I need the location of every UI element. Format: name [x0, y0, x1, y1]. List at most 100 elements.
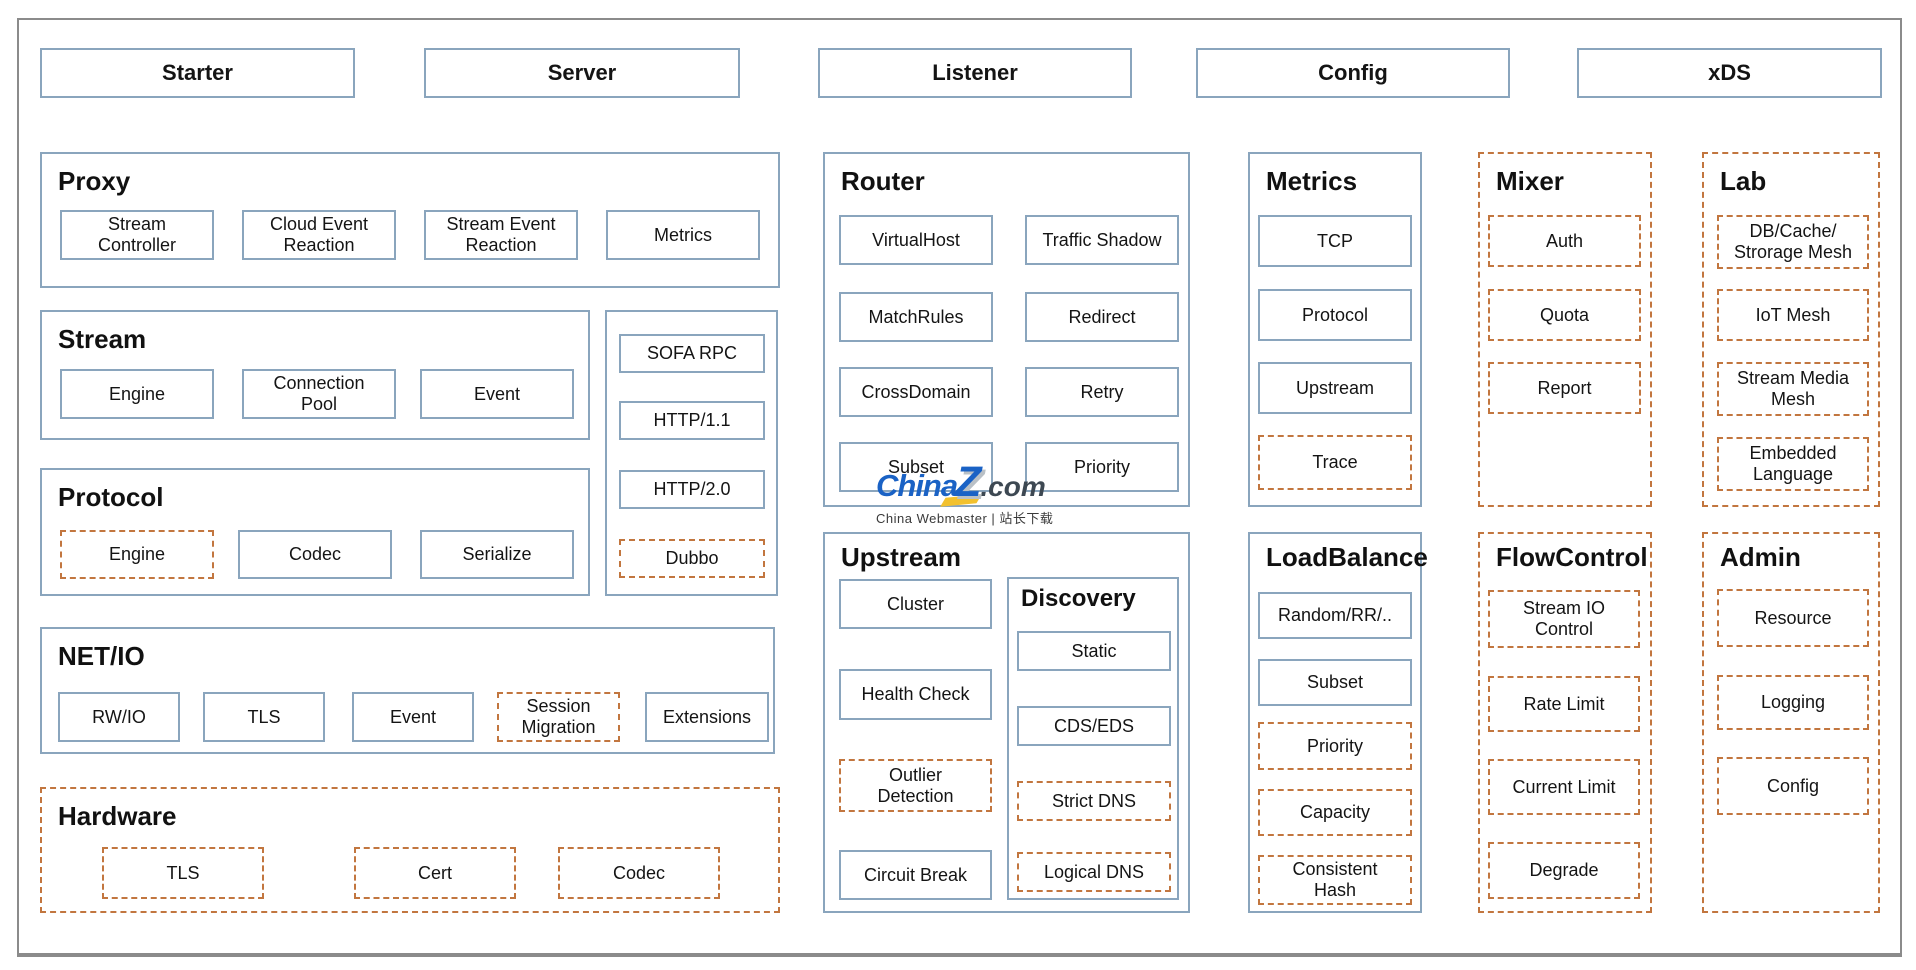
node-circuit-break: Circuit Break — [839, 850, 992, 900]
group-stream: Stream Engine Connection Pool Event — [40, 310, 590, 440]
watermark-subtitle: China Webmaster | 站长下载 — [876, 511, 1054, 526]
node-traffic-shadow: Traffic Shadow — [1025, 215, 1179, 265]
node-iot-mesh: IoT Mesh — [1717, 289, 1869, 341]
watermark-brand-suffix: .com — [980, 471, 1046, 502]
group-loadbalance-title: LoadBalance — [1266, 542, 1428, 572]
group-netio-title: NET/IO — [58, 641, 145, 671]
node-rate-limit: Rate Limit — [1488, 676, 1640, 732]
node-metrics-tcp: TCP — [1258, 215, 1412, 267]
group-mixer: Mixer Auth Quota Report — [1478, 152, 1652, 507]
node-strict-dns: Strict DNS — [1017, 781, 1171, 821]
node-lb-priority: Priority — [1258, 722, 1412, 770]
node-stream-event-reaction: Stream Event Reaction — [424, 210, 578, 260]
node-retry: Retry — [1025, 367, 1179, 417]
group-lab-title: Lab — [1720, 166, 1767, 196]
node-extensions: Extensions — [645, 692, 769, 742]
node-stream-io-control: Stream IO Control — [1488, 590, 1640, 648]
node-db-cache-storage-mesh: DB/Cache/ Strorage Mesh — [1717, 215, 1869, 269]
group-protocol-stack: SOFA RPC HTTP/1.1 HTTP/2.0 Dubbo — [605, 310, 778, 596]
group-hardware: Hardware TLS Cert Codec — [40, 787, 780, 913]
node-report: Report — [1488, 362, 1641, 414]
node-stream-engine: Engine — [60, 369, 214, 419]
node-cluster: Cluster — [839, 579, 992, 629]
node-outlier-detection: Outlier Detection — [839, 759, 992, 812]
group-flowcontrol: FlowControl Stream IO Control Rate Limit… — [1478, 532, 1652, 913]
node-cds-eds: CDS/EDS — [1017, 706, 1171, 746]
group-netio: NET/IO RW/IO TLS Event Session Migration… — [40, 627, 775, 754]
node-redirect: Redirect — [1025, 292, 1179, 342]
node-router-subset: Subset — [839, 442, 993, 492]
group-router-title: Router — [841, 166, 925, 196]
node-hardware-cert: Cert — [354, 847, 516, 899]
node-stream-media-mesh: Stream Media Mesh — [1717, 362, 1869, 416]
group-metrics: Metrics TCP Protocol Upstream Trace — [1248, 152, 1422, 507]
group-protocol-title: Protocol — [58, 482, 164, 512]
node-stream-event: Event — [420, 369, 574, 419]
group-upstream: Upstream Cluster Health Check Outlier De… — [823, 532, 1190, 913]
group-flowcontrol-title: FlowControl — [1496, 542, 1648, 572]
node-current-limit: Current Limit — [1488, 759, 1640, 815]
node-session-migration: Session Migration — [497, 692, 620, 742]
node-embedded-language: Embedded Language — [1717, 437, 1869, 491]
node-static: Static — [1017, 631, 1171, 671]
group-loadbalance: LoadBalance Random/RR/.. Subset Priority… — [1248, 532, 1428, 913]
header-xds: xDS — [1577, 48, 1882, 98]
node-admin-config: Config — [1717, 757, 1869, 815]
node-metrics-upstream: Upstream — [1258, 362, 1412, 414]
node-protocol-engine: Engine — [60, 530, 214, 579]
node-http-2-0: HTTP/2.0 — [619, 470, 765, 509]
group-admin-title: Admin — [1720, 542, 1801, 572]
node-cloud-event-reaction: Cloud Event Reaction — [242, 210, 396, 260]
group-proxy-title: Proxy — [58, 166, 131, 196]
group-stream-title: Stream — [58, 324, 147, 354]
group-protocol: Protocol Engine Codec Serialize — [40, 468, 590, 596]
node-hardware-tls: TLS — [102, 847, 264, 899]
node-dubbo: Dubbo — [619, 539, 765, 578]
node-router-priority: Priority — [1025, 442, 1179, 492]
node-lb-subset: Subset — [1258, 659, 1412, 706]
node-matchrules: MatchRules — [839, 292, 993, 342]
node-resource: Resource — [1717, 589, 1869, 647]
node-netio-tls: TLS — [203, 692, 325, 742]
node-proxy-metrics: Metrics — [606, 210, 760, 260]
header-starter: Starter — [40, 48, 355, 98]
header-listener: Listener — [818, 48, 1132, 98]
node-hardware-codec: Codec — [558, 847, 720, 899]
group-upstream-title: Upstream — [841, 542, 961, 572]
group-router: Router VirtualHost Traffic Shadow MatchR… — [823, 152, 1190, 507]
group-hardware-title: Hardware — [58, 801, 177, 831]
node-capacity: Capacity — [1258, 789, 1412, 836]
node-consistent-hash: Consistent Hash — [1258, 855, 1412, 905]
node-netio-event: Event — [352, 692, 474, 742]
header-server: Server — [424, 48, 740, 98]
node-degrade: Degrade — [1488, 842, 1640, 899]
group-lab: Lab DB/Cache/ Strorage Mesh IoT Mesh Str… — [1702, 152, 1880, 507]
group-proxy: Proxy Stream Controller Cloud Event Reac… — [40, 152, 780, 288]
node-trace: Trace — [1258, 435, 1412, 490]
group-metrics-title: Metrics — [1266, 166, 1358, 196]
node-rw-io: RW/IO — [58, 692, 180, 742]
subgroup-discovery-title: Discovery — [1021, 585, 1136, 612]
node-virtualhost: VirtualHost — [839, 215, 993, 265]
node-metrics-protocol: Protocol — [1258, 289, 1412, 341]
node-connection-pool: Connection Pool — [242, 369, 396, 419]
node-sofa-rpc: SOFA RPC — [619, 334, 765, 373]
node-quota: Quota — [1488, 289, 1641, 341]
node-health-check: Health Check — [839, 669, 992, 720]
node-crossdomain: CrossDomain — [839, 367, 993, 417]
header-config: Config — [1196, 48, 1510, 98]
watermark-brand-letter: Z — [955, 458, 982, 506]
node-random-rr: Random/RR/.. — [1258, 592, 1412, 639]
node-logging: Logging — [1717, 675, 1869, 730]
node-protocol-codec: Codec — [238, 530, 392, 579]
node-serialize: Serialize — [420, 530, 574, 579]
node-stream-controller: Stream Controller — [60, 210, 214, 260]
group-admin: Admin Resource Logging Config — [1702, 532, 1880, 913]
subgroup-discovery: Discovery Static CDS/EDS Strict DNS Logi… — [1007, 577, 1179, 900]
node-auth: Auth — [1488, 215, 1641, 267]
node-logical-dns: Logical DNS — [1017, 852, 1171, 892]
group-mixer-title: Mixer — [1496, 166, 1564, 196]
